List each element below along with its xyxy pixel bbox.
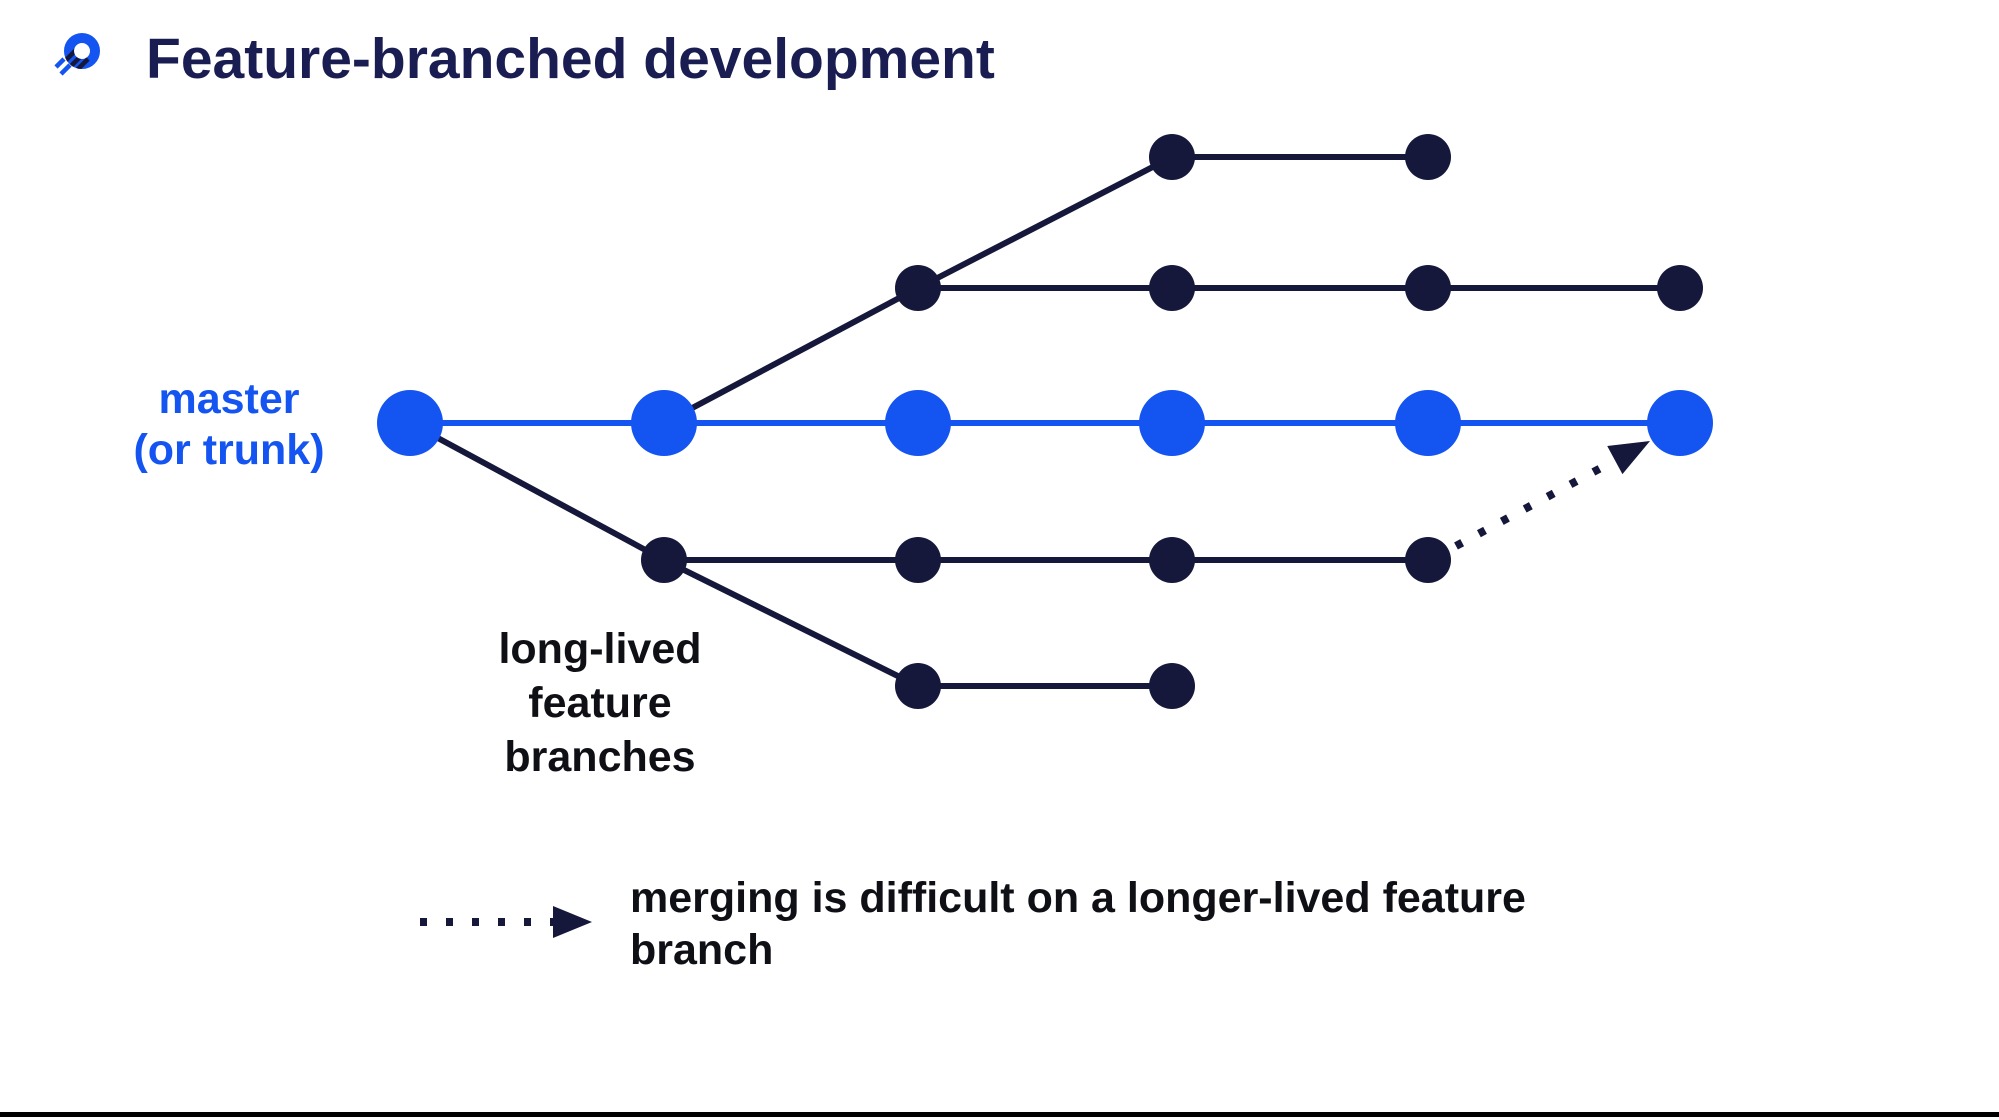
logo-tail-stripe [59, 63, 72, 76]
merge-arrow-head [1607, 441, 1650, 475]
feature-branch-lower-commit-node [1149, 537, 1195, 583]
feature-branch-upper-commit-node [1149, 265, 1195, 311]
feature-branch-lower-fork-line [408, 420, 666, 563]
page-title: Feature-branched development [146, 27, 995, 91]
feature-branch-bottom-fork-line [662, 557, 920, 689]
bottom-rule [0, 1112, 1999, 1117]
master-commit-node [631, 390, 697, 456]
master-commit-node [1139, 390, 1205, 456]
feature-branch-top-commit-node [1405, 134, 1451, 180]
feature-branch-lower-commit-node [641, 537, 687, 583]
feature-branch-upper-commit-node [1657, 265, 1703, 311]
master-commit-node [1647, 390, 1713, 456]
feature-branches-label: long-lived feature branches [498, 625, 702, 781]
master-commit-node [1395, 390, 1461, 456]
feature-branch-upper-commit-node [1405, 265, 1451, 311]
comet-logo-icon [54, 33, 100, 76]
feature-branch-top-commit-node [1149, 134, 1195, 180]
merge-arrow-dotted-line [1454, 458, 1614, 550]
feature-branch-lower-commit-node [1405, 537, 1451, 583]
feature-branch-bottom-commit-node [895, 663, 941, 709]
logo-stripes [63, 46, 90, 73]
feature-branch-top-fork-line [916, 154, 1174, 291]
master-branch-label: master (or trunk) [133, 375, 325, 474]
master-commit-node [377, 390, 443, 456]
feature-branch-lower-commit-node [895, 537, 941, 583]
legend-text: merging is difficult on a longer-lived f… [630, 874, 1526, 974]
legend-arrow-head [553, 906, 592, 938]
feature-branch-upper-fork-line [662, 285, 920, 426]
logo-tail-stripe [54, 57, 66, 69]
feature-branch-bottom-commit-node [1149, 663, 1195, 709]
feature-branch-upper-commit-node [895, 265, 941, 311]
master-commit-node [885, 390, 951, 456]
